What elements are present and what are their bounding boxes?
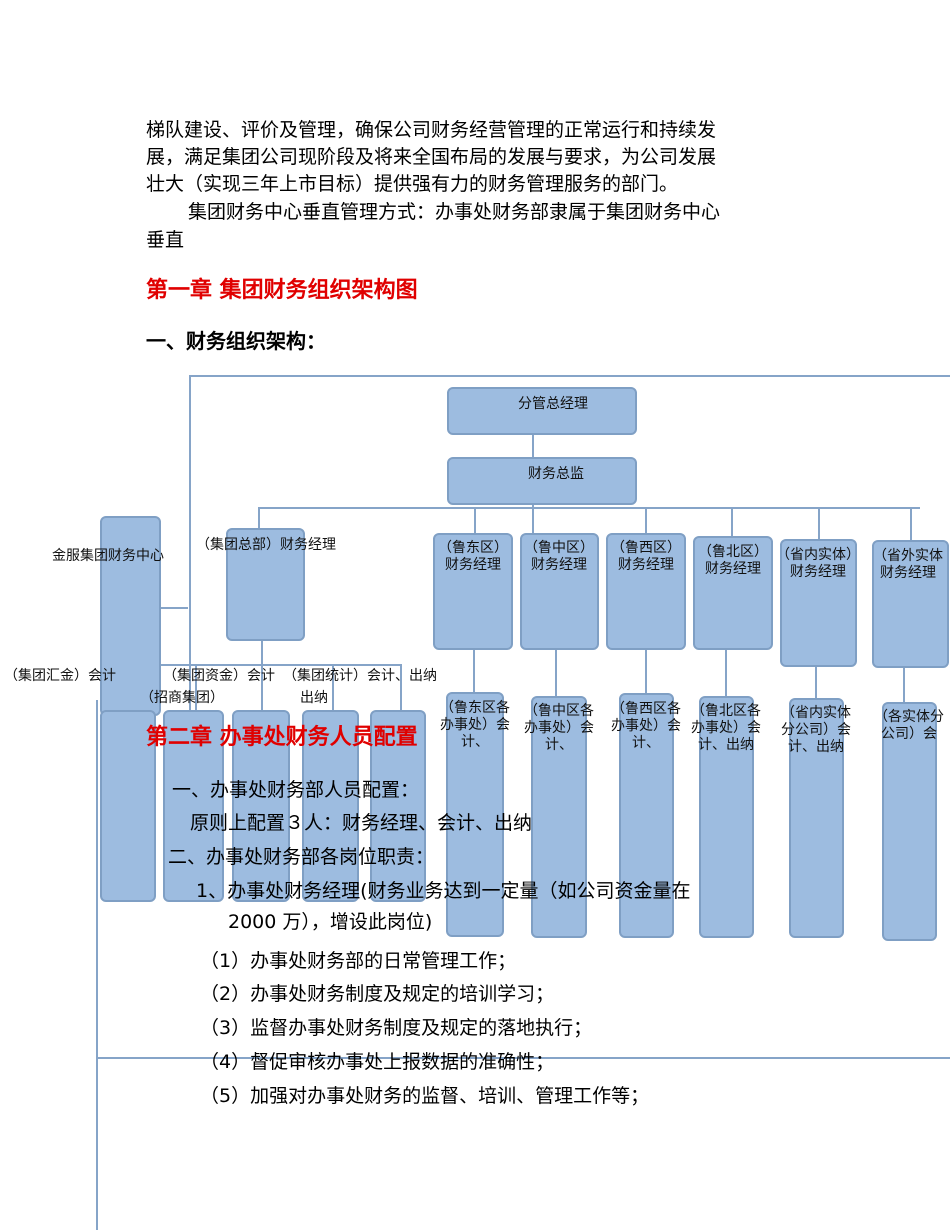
- org-label: （鲁北区）: [698, 544, 768, 560]
- org-label: 财务经理: [880, 565, 936, 581]
- body-line: （2）办事处财务制度及规定的培训学习；: [200, 983, 555, 1005]
- connector: [400, 664, 402, 710]
- connector: [120, 664, 402, 666]
- org-label: （鲁东区各办事处）会计、: [440, 700, 510, 750]
- connector: [903, 667, 905, 702]
- org-box-staff: [302, 710, 359, 902]
- org-label: （集团资金）会计: [163, 668, 275, 684]
- region-label: （鲁北区）财务经理: [691, 544, 775, 578]
- org-label: （集团汇金）会计: [4, 668, 116, 684]
- org-label: （鲁西区）: [611, 540, 681, 556]
- org-label: 财务经理: [618, 557, 674, 573]
- body-line: 原则上配置３人：财务经理、会计、出纳: [190, 812, 533, 834]
- intro-line: 展，满足集团公司现阶段及将来全国布局的发展与要求，为公司发展: [146, 146, 717, 168]
- org-box-staff: [699, 696, 754, 938]
- frame-line: [96, 700, 98, 1230]
- org-box-staff: [163, 710, 224, 902]
- org-box-staff: [232, 710, 290, 902]
- region-label: （鲁西区）财务经理: [604, 540, 688, 574]
- region-label: （省内实体）财务经理: [776, 547, 860, 581]
- org-box-center: [100, 516, 161, 716]
- body-line: （3）监督办事处财务制度及规定的落地执行；: [200, 1017, 593, 1039]
- body-line: 2000 万），增设此岗位): [228, 911, 433, 933]
- org-label: （省外实体: [873, 548, 943, 564]
- region-label: （省外实体财务经理: [866, 548, 950, 582]
- intro-line: 壮大（实现三年上市目标）提供强有力的财务管理服务的部门。: [146, 173, 679, 195]
- org-box-region: [872, 540, 949, 668]
- frame-line: [190, 375, 950, 377]
- region-label: （鲁东区）财务经理: [431, 540, 515, 574]
- org-box-region: [606, 533, 686, 650]
- org-label: 财务经理: [445, 557, 501, 573]
- connector: [910, 507, 912, 540]
- org-label: 出纳: [300, 690, 328, 706]
- org-label: 财务总监: [528, 466, 584, 482]
- org-box-staff: [789, 698, 844, 938]
- connector: [555, 650, 557, 696]
- org-box-staff: [531, 696, 587, 938]
- org-box-staff: [882, 702, 937, 941]
- connector: [818, 507, 820, 539]
- connector: [645, 650, 647, 693]
- body-line: （4）督促审核办事处上报数据的准确性；: [200, 1051, 555, 1073]
- org-box-region: [780, 539, 857, 667]
- org-label: 金服集团财务中心: [52, 548, 164, 564]
- connector: [815, 666, 817, 698]
- org-label: 财务经理: [705, 561, 761, 577]
- org-label: （招商集团）: [140, 690, 224, 706]
- org-label: （鲁中区）: [524, 540, 594, 556]
- frame-line: [189, 375, 191, 720]
- body-line: 1、办事处财务经理(财务业务达到一定量（如公司资金量在: [196, 880, 691, 902]
- org-box-staff: [619, 693, 674, 938]
- connector: [160, 607, 188, 609]
- org-label: （鲁北区各办事处）会计、出纳: [691, 703, 761, 753]
- org-box-cfo: [447, 457, 637, 505]
- org-label: 分管总经理: [518, 396, 588, 412]
- org-label: （鲁中区各办事处）会计、: [524, 703, 594, 753]
- body-line: （5）加强对办事处财务的监督、培训、管理工作等；: [200, 1085, 650, 1107]
- org-box-staff: [446, 692, 504, 937]
- org-label: （鲁西区各办事处）会计、: [611, 701, 681, 751]
- body-line: （1）办事处财务部的日常管理工作；: [200, 950, 517, 972]
- intro-line: 梯队建设、评价及管理，确保公司财务经营管理的正常运行和持续发: [146, 119, 717, 141]
- org-box-staff: [370, 710, 426, 902]
- connector: [332, 664, 334, 710]
- org-label: （省内实体）: [776, 547, 860, 563]
- connector: [258, 507, 920, 509]
- org-label: 财务经理: [531, 557, 587, 573]
- org-box-hq: [226, 528, 305, 641]
- org-label: （集团统计）会计、出纳: [283, 668, 437, 684]
- connector: [258, 507, 260, 529]
- frame-line: [97, 1057, 950, 1059]
- org-label: （集团总部）财务经理: [196, 537, 336, 553]
- org-label: （各实体分公司）会: [874, 709, 944, 742]
- connector: [731, 507, 733, 536]
- org-label: 财务经理: [790, 564, 846, 580]
- chapter1-title: 第一章 集团财务组织架构图: [146, 278, 418, 303]
- connector: [473, 650, 475, 692]
- connector: [474, 507, 476, 533]
- connector: [532, 505, 534, 533]
- region-label: （鲁中区）财务经理: [517, 540, 601, 574]
- org-box-region: [433, 533, 513, 650]
- connector: [645, 507, 647, 533]
- org-box-region: [693, 536, 773, 650]
- org-box-gm: [447, 387, 637, 435]
- body-line: 一、办事处财务部人员配置：: [172, 779, 420, 801]
- chapter2-title: 第二章 办事处财务人员配置: [146, 725, 418, 750]
- connector: [261, 640, 263, 710]
- connector: [725, 650, 727, 696]
- connector: [195, 664, 197, 710]
- org-label: （省内实体分公司）会计、出纳: [781, 705, 851, 755]
- org-label: （鲁东区）: [438, 540, 508, 556]
- org-box-region: [520, 533, 599, 650]
- connector: [532, 435, 534, 457]
- intro-line: 垂直: [146, 229, 185, 251]
- body-line: 二、办事处财务部各岗位职责：: [168, 846, 435, 868]
- intro-line: 集团财务中心垂直管理方式：办事处财务部隶属于集团财务中心: [188, 201, 721, 223]
- section-title: 一、财务组织架构：: [146, 329, 326, 353]
- org-box-staff: [100, 710, 156, 902]
